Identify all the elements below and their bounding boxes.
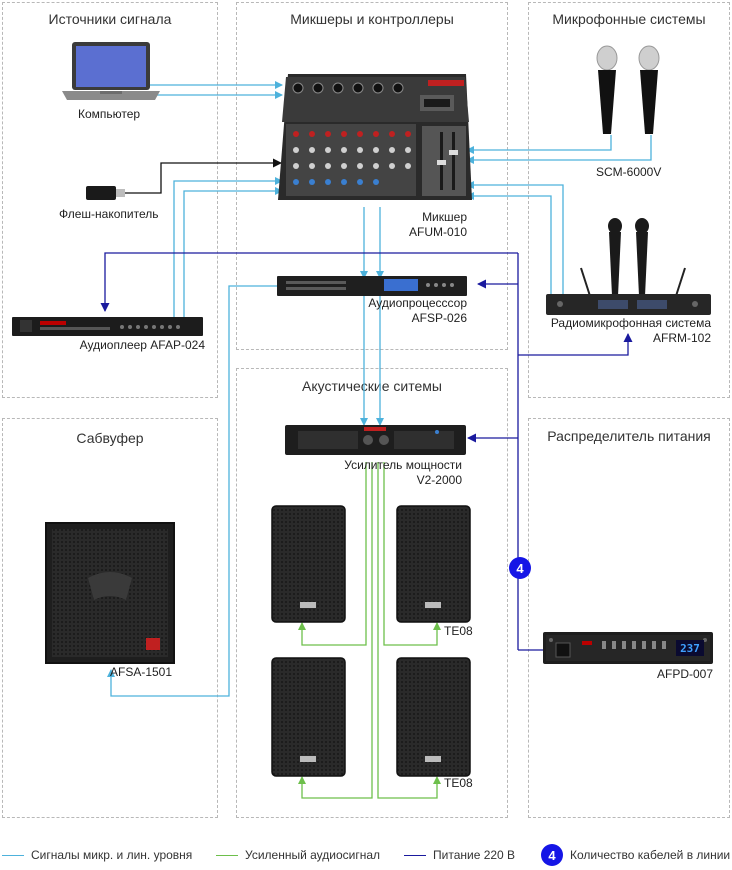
label-mic: SCM-6000V [596, 165, 662, 179]
amp-to-speaker-bottom-right [377, 462, 441, 799]
audio-player-device [12, 317, 203, 336]
panel-title-speakers: Акустические ситемы [302, 378, 442, 394]
panel-title-subwoofer: Сабвуфер [76, 430, 144, 446]
panel-title-mics: Микрофонные системы [552, 11, 706, 27]
label-speaker-bottom: TE08 [444, 776, 473, 790]
label-sub: AFSA-1501 [110, 665, 173, 679]
signal-player-mixer-1 [173, 177, 283, 318]
legend-signal: Сигналы микр. и лин. уровня [2, 840, 192, 870]
handheld-mic-2 [638, 45, 660, 134]
label-amp-1: Усилитель мощности [344, 458, 462, 472]
label-player: Аудиоплеер AFAP-024 [79, 338, 205, 352]
amp-to-speaker-top-left [298, 462, 367, 646]
signal-mic-mixer-1 [466, 135, 612, 154]
speaker-bottom-right [396, 657, 471, 777]
cable-count-badge: 4 [509, 557, 531, 579]
speaker-top-right [396, 505, 471, 623]
label-processor-2: AFSP-026 [411, 311, 467, 325]
label-processor-1: Аудиопроцесссор [368, 296, 467, 310]
label-flash: Флеш-накопитель [59, 207, 159, 221]
handheld-mic-1 [596, 45, 618, 134]
legend-power: Питание 220 В [404, 840, 515, 870]
label-mixer-2: AFUM-010 [408, 225, 467, 239]
legend-amplified: Усиленный аудиосигнал [216, 840, 380, 870]
label-pdu: AFPD-007 [657, 667, 714, 681]
amp-to-speaker-top-right [383, 462, 441, 646]
panel-speakers [236, 368, 508, 818]
radio-mic-device [546, 218, 711, 315]
label-radio-1: Радиомикрофонная система [550, 316, 711, 330]
speaker-top-left [271, 505, 346, 623]
power-lines [100, 252, 633, 651]
panel-title-power: Распределитель питания [547, 428, 711, 444]
panel-mics [528, 2, 730, 398]
computer-device [62, 42, 160, 100]
flash-drive-device [86, 186, 125, 200]
panel-sources [2, 2, 218, 398]
legend-signal-swatch [2, 854, 24, 856]
label-computer: Компьютер [78, 107, 141, 121]
panel-title-mixers: Микшеры и контроллеры [290, 11, 454, 27]
panel-power [528, 418, 730, 818]
pdu-display-value: 237 [680, 642, 700, 655]
label-speaker-top: TE08 [444, 624, 473, 638]
signal-flash-mixer [124, 158, 282, 194]
speaker-bottom-left [271, 657, 346, 777]
signal-lines [107, 81, 652, 697]
label-mixer-1: Микшер [422, 210, 467, 224]
legend-power-swatch [404, 854, 426, 856]
signal-mic-mixer-2 [466, 135, 652, 164]
signal-radio-mixer-2 [466, 192, 552, 294]
audio-processor-device [277, 276, 467, 296]
label-radio-2: AFRM-102 [652, 331, 711, 345]
legend-count-label: Количество кабелей в линии [570, 848, 731, 862]
mixer-device [278, 74, 472, 200]
legend: Сигналы микр. и лин. уровня Усиленный ау… [0, 840, 732, 870]
signal-processor-sub [107, 285, 277, 697]
power-to-radio [518, 333, 633, 356]
legend-signal-label: Сигналы микр. и лин. уровня [31, 848, 193, 862]
signal-radio-mixer-1 [466, 181, 564, 294]
panel-title-sources: Источники сигнала [48, 11, 172, 27]
panel-mixers [236, 2, 508, 350]
amplified-lines [298, 462, 441, 799]
pdu-device: 237 [543, 632, 713, 664]
legend-amplified-swatch [216, 854, 238, 856]
power-to-player [100, 252, 518, 312]
legend-power-label: Питание 220 В [433, 848, 516, 862]
power-amplifier-device [285, 425, 466, 455]
subwoofer-device [45, 522, 175, 664]
wiring-diagram: 237 [12, 42, 713, 799]
panel-subwoofer [2, 418, 218, 818]
signal-player-mixer-2 [183, 187, 283, 318]
legend-count-badge: 4 [541, 844, 563, 866]
legend-amplified-label: Усиленный аудиосигнал [245, 848, 381, 862]
label-amp-2: V2-2000 [416, 473, 462, 487]
amp-to-speaker-bottom-left [298, 462, 373, 799]
legend-count: 4 Количество кабелей в линии [541, 840, 730, 870]
